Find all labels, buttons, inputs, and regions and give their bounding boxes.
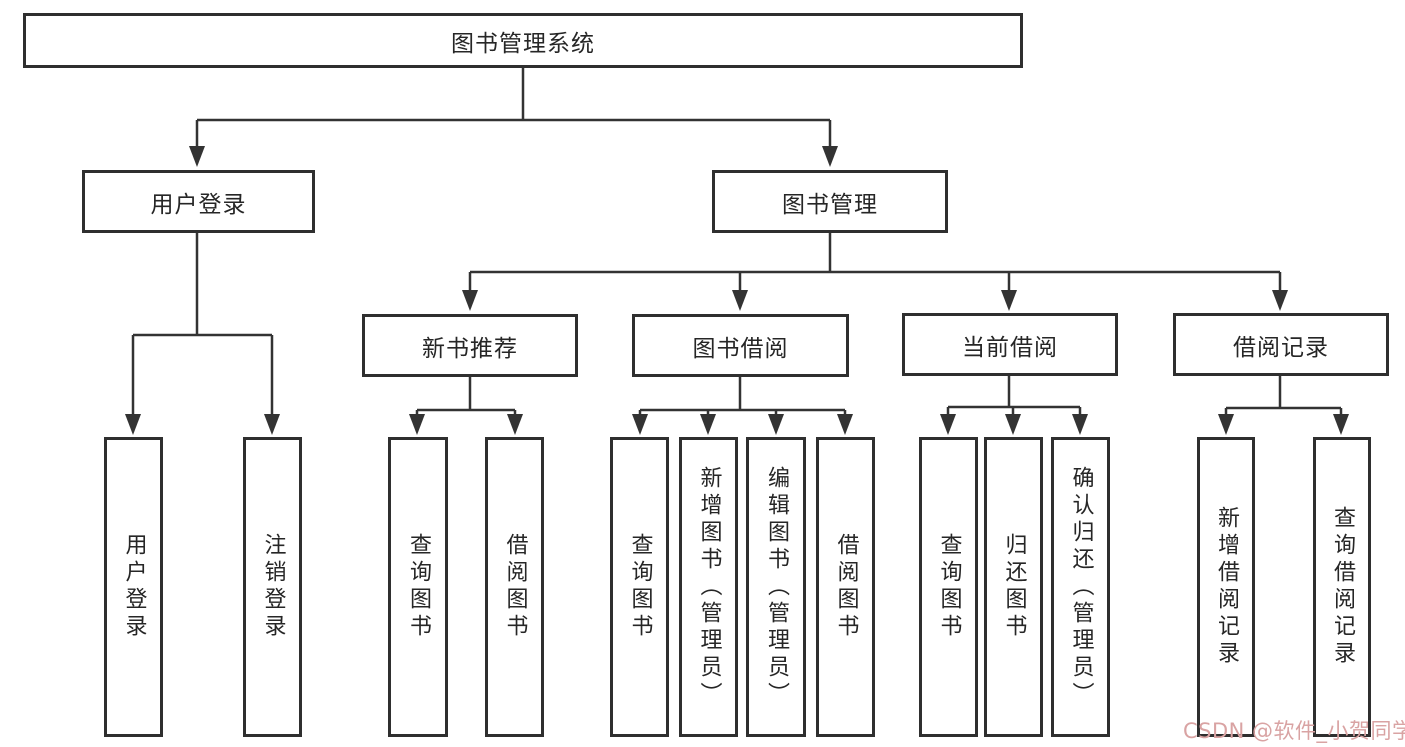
arrow-down-icon	[125, 414, 141, 435]
leaf-logout: 注销登录	[243, 437, 302, 737]
node-book-management: 图书管理	[712, 170, 948, 233]
node-system-root: 图书管理系统	[23, 13, 1023, 68]
arrow-down-icon	[1333, 414, 1349, 435]
node-user-login: 用户登录	[82, 170, 315, 233]
arrow-down-icon	[507, 414, 523, 435]
leaf-borrow-book: 借阅图书	[816, 437, 875, 737]
arrow-down-icon	[264, 414, 280, 435]
leaf-return-book: 归还图书	[984, 437, 1043, 737]
arrow-down-icon	[1218, 414, 1234, 435]
arrow-down-icon	[1001, 290, 1017, 311]
arrow-down-icon	[940, 414, 956, 435]
leaf-borrow-query-book: 查询图书	[610, 437, 669, 737]
node-book-borrow: 图书借阅	[632, 314, 849, 377]
arrow-down-icon	[1005, 414, 1021, 435]
leaf-add-borrow-record: 新增借阅记录	[1197, 437, 1255, 737]
csdn-watermark: CSDN @软件_小贺同学	[1183, 719, 1405, 743]
arrow-down-icon	[700, 414, 716, 435]
arrow-down-icon	[732, 290, 748, 311]
leaf-recommend-borrow-book: 借阅图书	[485, 437, 544, 737]
arrow-down-icon	[1072, 414, 1088, 435]
leaf-edit-book-admin: 编辑图书（管理员）	[746, 437, 806, 737]
arrow-down-icon	[837, 414, 853, 435]
node-current-borrow: 当前借阅	[902, 313, 1118, 376]
arrow-down-icon	[822, 146, 838, 167]
arrow-down-icon	[632, 414, 648, 435]
leaf-add-book-admin: 新增图书（管理员）	[679, 437, 738, 737]
leaf-user-login: 用户登录	[104, 437, 163, 737]
node-new-book-recommend: 新书推荐	[362, 314, 578, 377]
arrow-down-icon	[768, 414, 784, 435]
arrow-down-icon	[409, 414, 425, 435]
arrow-down-icon	[189, 146, 205, 167]
leaf-current-query-book: 查询图书	[919, 437, 978, 737]
arrow-down-icon	[462, 290, 478, 311]
leaf-recommend-query-book: 查询图书	[388, 437, 448, 737]
leaf-query-borrow-record: 查询借阅记录	[1313, 437, 1371, 737]
node-borrow-record: 借阅记录	[1173, 313, 1389, 376]
arrow-down-icon	[1272, 290, 1288, 311]
leaf-confirm-return-admin: 确认归还（管理员）	[1051, 437, 1110, 737]
